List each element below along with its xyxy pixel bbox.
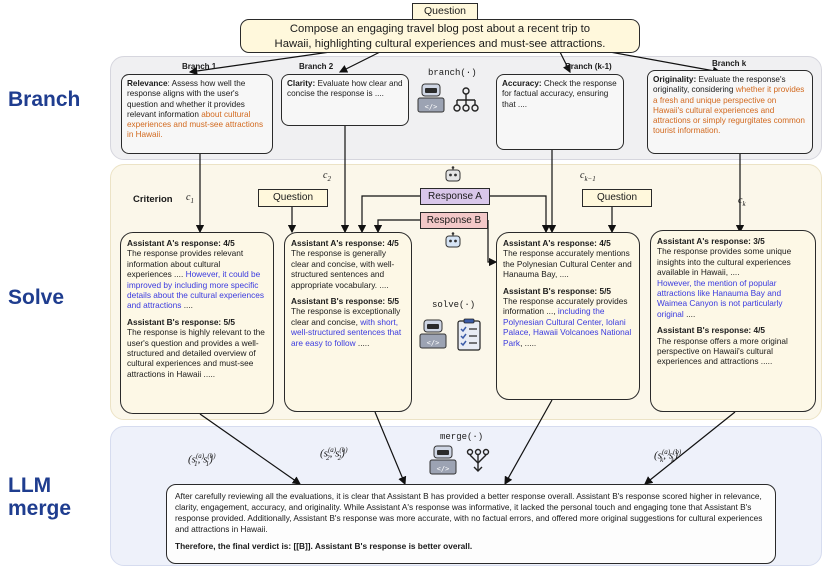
branch-label-1: Branch 1 xyxy=(182,62,217,71)
question-text-line2: Hawaii, highlighting cultural experience… xyxy=(274,38,606,50)
assistant-b-score: Assistant B's response: 5/5 xyxy=(503,285,612,296)
branch-title: Accuracy: xyxy=(502,79,542,88)
question-label: Question xyxy=(412,3,478,20)
branch-function-label: branch(·) xyxy=(428,68,477,78)
arrow-q-branchk xyxy=(609,51,722,75)
checklist-icon xyxy=(457,318,481,351)
stage-label-merge-line1: LLM xyxy=(8,474,52,497)
branch-text: Check the response for factual accuracy,… xyxy=(502,79,617,109)
branch-label-2: Branch 2 xyxy=(299,62,334,71)
merge-text: After carefully reviewing all the evalua… xyxy=(175,491,763,534)
score-tuple-k: (s(a)k, s(b)k) xyxy=(654,448,682,464)
merge-result-box: After carefully reviewing all the evalua… xyxy=(166,484,776,564)
assistant-a-score: Assistant A's response: 4/5 xyxy=(503,238,611,248)
solve-function-label: solve(·) xyxy=(432,300,476,310)
llm-robot-icon: </> xyxy=(429,445,457,475)
arrow-ra-sk1 xyxy=(490,195,551,234)
branch-text: Evaluate how clear and concise the respo… xyxy=(287,79,403,99)
robot-icon xyxy=(445,166,461,182)
svg-text:</>: </> xyxy=(427,339,440,347)
assistant-a-text: The response provides relevant informati… xyxy=(127,248,264,311)
arrow-q-branch2 xyxy=(338,51,381,73)
assistant-b-text: The response is exceptionally clear and … xyxy=(291,306,402,348)
stage-label-solve: Solve xyxy=(8,286,65,309)
branch-highlight: whether it provides a fresh and unique p… xyxy=(653,85,805,136)
question-box-small-left: Question xyxy=(258,189,328,207)
branch-label-k: Branch k xyxy=(712,59,747,68)
llm-robot-icon: </> xyxy=(419,319,447,349)
assistant-b-text: The response offers a more original pers… xyxy=(657,335,788,367)
arrow-rb-sk1 xyxy=(487,220,498,267)
branch-highlight: about cultural experiences and must-see … xyxy=(127,109,264,140)
criterion-ck1: ck−1 xyxy=(580,170,596,183)
arrow-q-branch1 xyxy=(188,51,331,76)
score-tuple-2: (s(a)2, s(b)2) xyxy=(320,446,348,462)
arrow-rb-s2 xyxy=(373,219,420,234)
arrow-ra-s2 xyxy=(357,195,420,234)
stage-label-merge-line2: merge xyxy=(8,497,72,520)
assistant-a-score: Assistant A's response: 3/5 xyxy=(657,236,765,246)
branch-title: Originality: xyxy=(653,75,697,84)
question-box-small-right: Question xyxy=(582,189,652,207)
question-box: Compose an engaging travel blog post abo… xyxy=(240,19,640,53)
svg-text:</>: </> xyxy=(425,103,438,111)
branch-text: : Assess how well the response aligns wi… xyxy=(127,79,246,119)
criterion-label: Criterion xyxy=(133,194,173,205)
stage-label-branch: Branch xyxy=(8,88,81,111)
merge-function-label: merge(·) xyxy=(440,432,484,442)
arrow-s2-merge xyxy=(374,411,407,486)
assistant-b-text: The response is highly relevant to the u… xyxy=(127,327,265,379)
arrow-s1-merge xyxy=(199,413,301,485)
branch-title: Relevance xyxy=(127,79,168,88)
solve-box-relevance: Assistant A's response: 4/5 The response… xyxy=(120,232,274,414)
assistant-b-score: Assistant B's response: 4/5 xyxy=(657,325,766,336)
solve-box-originality: Assistant A's response: 3/5 The response… xyxy=(650,230,816,412)
arrow-q-branchk1 xyxy=(559,51,571,74)
assistant-a-score: Assistant A's response: 4/5 xyxy=(127,238,235,248)
response-b-box: Response B xyxy=(420,212,488,229)
assistant-b-score: Assistant B's response: 5/5 xyxy=(291,296,400,307)
criterion-c2: c2 xyxy=(323,170,331,183)
solve-box-accuracy: Assistant A's response: 4/5 The response… xyxy=(496,232,640,400)
svg-text:</>: </> xyxy=(437,465,450,473)
assistant-a-text: The response accurately mentions the Pol… xyxy=(503,248,632,280)
criterion-ck: ck xyxy=(738,195,746,208)
response-a-box: Response A xyxy=(420,188,490,205)
assistant-a-text: The response provides some unique insigh… xyxy=(657,246,792,319)
score-tuple-1: (s(a)1, s(b)1) xyxy=(188,452,216,468)
branch-box-originality: Originality: Evaluate the response's ori… xyxy=(647,70,813,154)
assistant-b-score: Assistant B's response: 5/5 xyxy=(127,316,236,327)
branch-title: Clarity: xyxy=(287,79,316,88)
assistant-a-text: The response is generally clear and conc… xyxy=(291,248,395,290)
merge-icon xyxy=(466,448,490,472)
assistant-a-score: Assistant A's response: 4/5 xyxy=(291,238,399,248)
branch-box-accuracy: Accuracy: Check the response for factual… xyxy=(496,74,624,150)
branch-box-clarity: Clarity: Evaluate how clear and concise … xyxy=(281,74,409,126)
assistant-b-text: The response accurately provides informa… xyxy=(503,296,632,348)
arrow-sk-merge xyxy=(644,411,736,485)
llm-robot-icon: </> xyxy=(417,83,445,113)
criterion-c1: c1 xyxy=(186,192,194,205)
branch-label-k1: Branch (k-1) xyxy=(565,62,612,71)
solve-box-clarity: Assistant A's response: 4/5 The response… xyxy=(284,232,412,412)
merge-verdict: Therefore, the final verdict is: [[B]]. … xyxy=(175,541,473,551)
arrow-sk1-merge xyxy=(504,399,553,486)
branch-text: Evaluate the response's originality, con… xyxy=(653,75,786,95)
branch-box-relevance: Relevance: Assess how well the response … xyxy=(121,74,273,154)
tree-hierarchy-icon xyxy=(453,87,479,112)
robot-icon-b xyxy=(445,232,461,248)
question-text-line1: Compose an engaging travel blog post abo… xyxy=(289,23,591,35)
